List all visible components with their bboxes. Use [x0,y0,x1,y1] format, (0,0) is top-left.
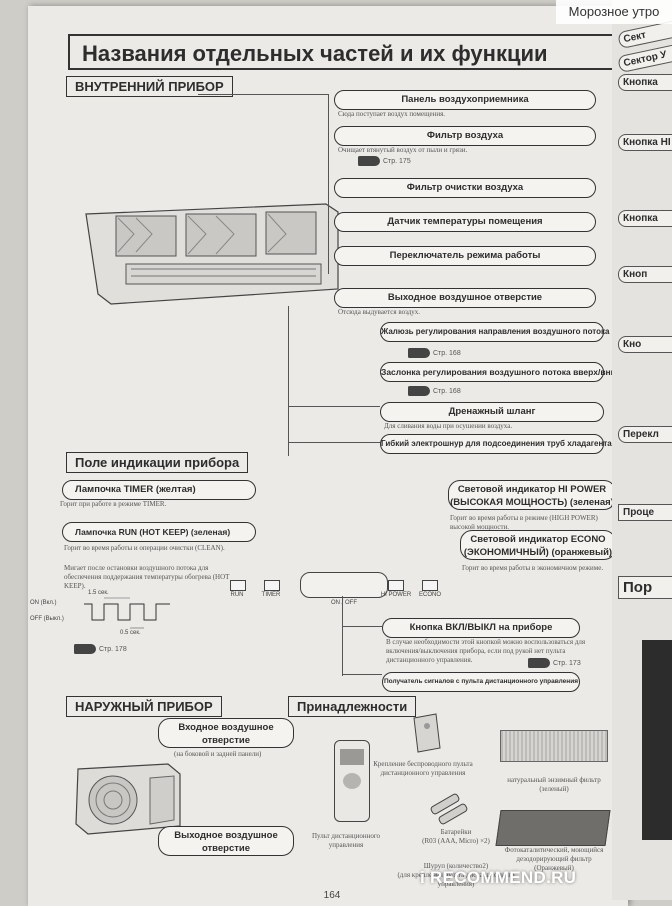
outdoor-heading: НАРУЖНЫЙ ПРИБОР [66,696,222,717]
display-heading: Поле индикации прибора [66,452,249,473]
indoor-unit-illustration [85,203,339,305]
remote-photo-fragment [642,640,672,840]
part-left-right-louver: Жалюзь регулирования направления воздушн… [380,322,667,342]
outdoor-outlet-label: Выходное воздушное отверстие [158,826,294,856]
run-lamp-label: Лампочка RUN (HOT KEEP) (зеленая) [62,522,256,542]
indoor-heading: ВНУТРЕННИЙ ПРИБОР [66,76,233,97]
pointing-hand-icon [528,658,550,668]
part-drain-hose: Дренажный шланг [380,402,604,422]
enzyme-filter-image [500,730,608,762]
econo-indicator-label: Световой индикатор ECONO (ЭКОНОМИЧНЫЙ) (… [460,530,616,560]
part-air-intake-panel: Панель воздухоприемника [334,90,596,110]
timer-lamp [264,580,280,591]
receiver-label: Получатель сигналов с пульта дистанционн… [382,672,580,692]
run-lamp [230,580,246,591]
remote-holder-icon [413,713,441,753]
remote-control-image [334,740,370,822]
watermark: i RECOMMEND.RU [420,868,577,887]
blink-timing-diagram [84,597,170,629]
pointing-hand-icon [358,156,380,166]
outdoor-unit-illustration [75,763,181,835]
hi-power-lamp [388,580,404,591]
econo-lamp [422,580,438,591]
part-air-filter: Фильтр воздуха [334,126,596,146]
outdoor-inlet-label: Входное воздушное отверстие [158,718,294,748]
part-purifying-filter: Фильтр очистки воздуха [334,178,596,198]
weather-overlay: Морозное утро [556,0,672,24]
timer-lamp-label: Лампочка TIMER (желтая) [62,480,256,500]
part-refrigerant-cable: Гибкий электрошнур для подсоединения тру… [380,434,612,454]
signal-receiver-window [300,572,388,598]
photocatalytic-filter-image [495,810,611,846]
ref-p175: Стр. 175 [358,156,411,166]
part-room-temp-sensor: Датчик температуры помещения [334,212,596,232]
pointing-hand-icon [408,348,430,358]
hi-power-indicator-label: Световой индикатор HI POWER (ВЫСОКАЯ МОЩ… [448,480,616,510]
pointing-hand-icon [408,386,430,396]
page-number: 164 [323,890,341,901]
part-up-down-flap: Заслонка регулирования воздушного потока… [380,362,620,382]
part-mode-switch: Переключатель режима работы [334,246,596,266]
pointing-hand-icon [74,644,96,654]
part-air-outlet: Выходное воздушное отверстие [334,288,596,308]
page-title: Названия отдельных частей и их функции [68,34,623,70]
manual-page: Названия отдельных частей и их функции В… [28,6,667,906]
batteries-icon [430,793,468,825]
onoff-button-label: Кнопка ВКЛ/ВЫКЛ на приборе [382,618,580,638]
accessories-heading: Принадлежности [288,696,417,717]
next-page-edge: Сект Сектор У Кнопка Кнопка HI Кнопка Кн… [612,0,672,900]
